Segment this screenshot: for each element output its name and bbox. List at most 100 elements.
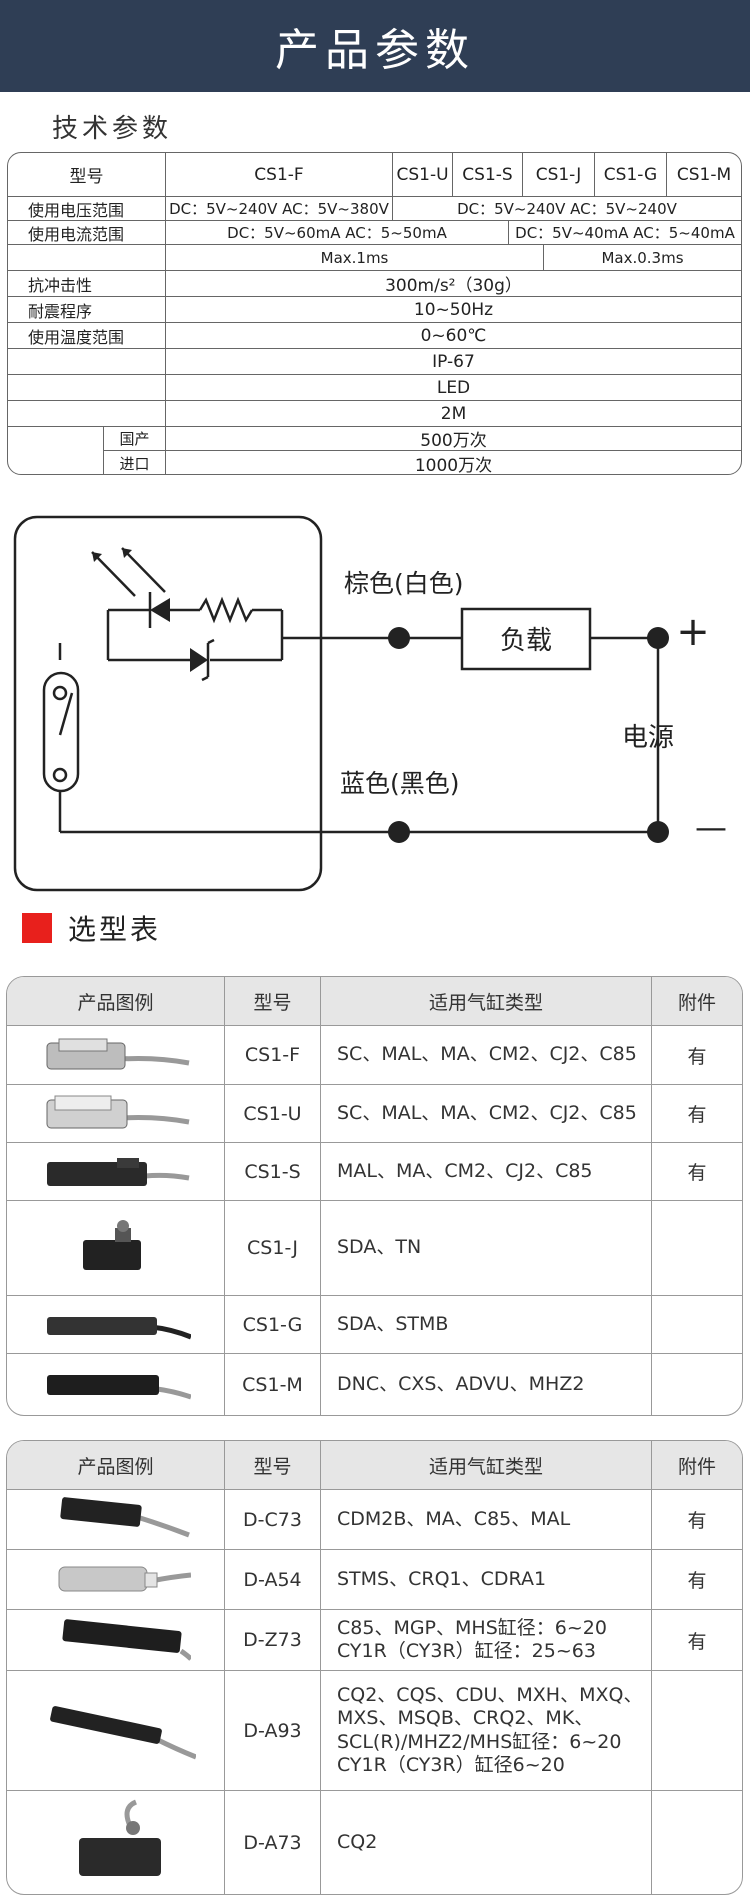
- row-cylinders: CDM2B、MA、C85、MAL: [321, 1490, 652, 1549]
- wiring-diagram: 负载 棕色(白色) 蓝色(黑色) 电源 + —: [13, 515, 727, 892]
- tech-params-title: 技术参数: [52, 114, 173, 144]
- selection-table-1: 产品图例 型号 适用气缸类型 附件 CS1-F SC、MAL、MA、CM2、CJ…: [6, 976, 743, 1416]
- blue-wire-label: 蓝色(黑色): [340, 769, 460, 798]
- row-accessory: 有: [687, 1162, 707, 1184]
- row-cylinders: DNC、CXS、ADVU、MHZ2: [321, 1354, 652, 1415]
- sensor-enclosure: [13, 515, 323, 892]
- table-row: CS1-S MAL、MA、CM2、CJ2、C85 有: [7, 1142, 742, 1200]
- model-cs1-j: CS1-J: [523, 153, 595, 197]
- life-import-value: 1000万次: [414, 455, 493, 475]
- life-domestic-value: 500万次: [166, 427, 741, 451]
- table-row: D-Z73 C85、MGP、MHS缸径：6~20 CY1R（CY3R）缸径：25…: [7, 1609, 742, 1670]
- row-model: D-Z73: [225, 1610, 321, 1670]
- header-model: 型号: [225, 977, 321, 1025]
- header-model: 型号: [225, 1441, 321, 1489]
- led-diode-icon: [150, 598, 170, 622]
- row-accessory: [652, 1296, 742, 1353]
- sensor-cube-icon: [78, 1799, 161, 1876]
- load-box: [460, 607, 592, 671]
- row-cylinders: MAL、MA、CM2、CJ2、C85: [321, 1143, 652, 1200]
- voltage-value-others: DC：5V~240V AC：5V~240V: [393, 197, 741, 221]
- row-cylinders: SC、MAL、MA、CM2、CJ2、C85: [321, 1026, 652, 1084]
- row-model: D-A54: [225, 1550, 321, 1609]
- protection-value: IP-67: [166, 349, 741, 375]
- row-accessory: 有: [687, 1570, 707, 1592]
- resistor-icon: [198, 596, 254, 624]
- model-cs1-m: CS1-M: [667, 153, 741, 197]
- shock-label: 抗冲击性: [8, 271, 166, 297]
- spec-header-model: 型号: [8, 153, 166, 197]
- sensor-bar-icon: [46, 1316, 191, 1339]
- response-value-2: Max.0.3ms: [544, 245, 741, 271]
- plus-sign: +: [676, 609, 710, 655]
- current-label: 使用电流范围: [8, 221, 166, 245]
- row-accessory: [652, 1791, 742, 1894]
- row-accessory: [652, 1671, 742, 1790]
- row-model: CS1-U: [225, 1085, 321, 1142]
- sensor-cube-icon: [82, 1220, 141, 1270]
- row-model: CS1-J: [225, 1201, 321, 1295]
- shock-value: 300m/s²（30g）: [166, 271, 741, 297]
- table2-header: 产品图例 型号 适用气缸类型 附件: [7, 1441, 742, 1489]
- sensor-block-icon: [46, 1095, 189, 1128]
- temperature-label: 使用温度范围: [8, 323, 166, 349]
- model-cs1-g: CS1-G: [595, 153, 667, 197]
- table-row: D-A73 CQ2: [7, 1790, 742, 1894]
- zener-diode-icon: [190, 648, 208, 672]
- model-cs1-s: CS1-S: [453, 153, 523, 197]
- life-domestic-label: 国产: [104, 427, 166, 451]
- life-import-label: 进口: [104, 451, 166, 474]
- row-accessory: 有: [687, 1630, 707, 1653]
- row-model: CS1-G: [225, 1296, 321, 1353]
- sensor-bar-icon: [46, 1157, 189, 1186]
- terminal-minus-dot: [647, 821, 669, 843]
- table1-header: 产品图例 型号 适用气缸类型 附件: [7, 977, 742, 1025]
- row-model: CS1-M: [225, 1354, 321, 1415]
- response-label: [8, 245, 166, 271]
- row-accessory: 有: [687, 1510, 707, 1532]
- row-model: D-C73: [225, 1490, 321, 1549]
- table-row: CS1-G SDA、STMB: [7, 1295, 742, 1353]
- model-cs1-u: CS1-U: [393, 153, 453, 197]
- table-row: CS1-F SC、MAL、MA、CM2、CJ2、C85 有: [7, 1025, 742, 1084]
- brown-wire-label: 棕色(白色): [344, 569, 464, 598]
- current-value-others: DC：5V~40mA AC：5~40mA: [509, 221, 741, 245]
- header-cylinders: 适用气缸类型: [321, 977, 652, 1025]
- terminal-blue-dot: [388, 821, 410, 843]
- sensor-bar-icon: [49, 1705, 196, 1759]
- selection-table-2: 产品图例 型号 适用气缸类型 附件 D-C73 CDM2B、MA、C85、MAL…: [6, 1440, 743, 1895]
- response-value-1: Max.1ms: [166, 245, 544, 271]
- selection-heading: 选型表: [22, 908, 161, 948]
- light-arrow-1: [91, 551, 136, 597]
- selection-marker: [22, 913, 52, 943]
- row-cylinders: STMS、CRQ1、CDRA1: [321, 1550, 652, 1609]
- sensor-bar-icon: [61, 1619, 191, 1661]
- sensor-bar-icon: [59, 1496, 190, 1537]
- header-image: 产品图例: [7, 977, 225, 1025]
- current-value-f: DC：5V~60mA AC：5~50mA: [166, 221, 509, 245]
- spec-table: 型号 CS1-F CS1-U CS1-S CS1-J CS1-G CS1-M 使…: [7, 152, 742, 475]
- temperature-value: 0~60℃: [166, 323, 741, 349]
- row-cylinders: CQ2、CQS、CDU、MXH、MXQ、 MXS、MSQB、CRQ2、MK、 S…: [321, 1671, 652, 1790]
- row-accessory: 有: [687, 1045, 707, 1068]
- indicator-label: [8, 375, 166, 401]
- voltage-label: 使用电压范围: [8, 197, 166, 221]
- row-accessory: [652, 1201, 742, 1295]
- power-label: 电源: [622, 723, 674, 753]
- reed-switch-icon: [42, 671, 80, 793]
- row-model: CS1-S: [225, 1143, 321, 1200]
- header-image: 产品图例: [7, 1441, 225, 1489]
- table-row: D-C73 CDM2B、MA、C85、MAL 有: [7, 1489, 742, 1549]
- terminal-plus-dot: [647, 627, 669, 649]
- model-cs1-f: CS1-F: [166, 153, 393, 197]
- terminal-brown-dot: [388, 627, 410, 649]
- sensor-bar-icon: [46, 1374, 191, 1399]
- row-model: D-A73: [225, 1791, 321, 1894]
- sensor-block-icon: [58, 1566, 191, 1591]
- row-cylinders: SDA、TN: [321, 1201, 652, 1295]
- banner-title: 产品参数: [275, 25, 475, 76]
- table-row: CS1-U SC、MAL、MA、CM2、CJ2、C85 有: [7, 1084, 742, 1142]
- table-row: D-A54 STMS、CRQ1、CDRA1 有: [7, 1549, 742, 1609]
- vibration-label: 耐震程序: [8, 297, 166, 323]
- row-cylinders: CQ2: [321, 1791, 652, 1894]
